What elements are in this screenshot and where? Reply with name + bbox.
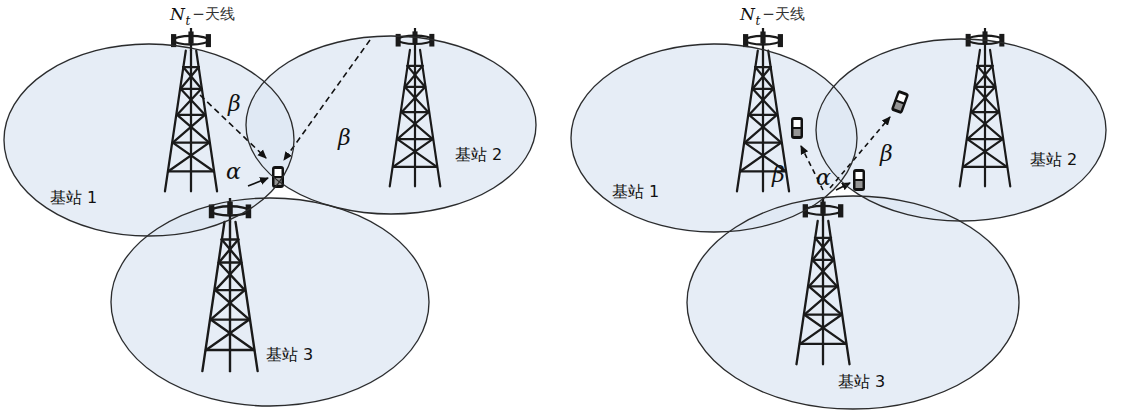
cell-ellipse: 基站 3	[686, 195, 1020, 410]
cell-ellipse: 基站 2	[815, 38, 1107, 222]
interference-gain: β	[880, 142, 893, 166]
station-name: 基站 3	[266, 345, 313, 365]
cell-outline	[815, 38, 1107, 222]
cell-ellipse: 基站 2	[245, 35, 537, 215]
antenna-subscript: t	[185, 15, 190, 28]
direct-gain: α	[816, 166, 831, 190]
station-name: 基站 1	[612, 182, 659, 202]
station-name: 基站 2	[455, 145, 502, 165]
antenna-text: −天线	[192, 6, 235, 23]
cell-ellipse: 基站 1	[3, 43, 295, 237]
direct-gain: α	[226, 160, 241, 184]
cell-outline	[245, 35, 537, 215]
antenna-symbol: N	[740, 5, 755, 24]
cell-outline	[110, 197, 430, 407]
station-name: 基站 2	[1030, 150, 1077, 170]
antenna-subscript: t	[755, 15, 760, 28]
antenna-text: −天线	[762, 6, 805, 23]
cell-outline	[570, 43, 858, 233]
cell-ellipse: 基站 1	[570, 43, 858, 233]
interference-gain: β	[228, 92, 241, 116]
antenna-symbol: N	[170, 5, 185, 24]
station-name: 基站 1	[50, 188, 97, 208]
interference-gain: β	[772, 163, 785, 187]
interference-gain: β	[338, 126, 351, 150]
cell-ellipse: 基站 3	[110, 197, 430, 407]
cell-outline	[3, 43, 295, 237]
station-name: 基站 3	[838, 372, 885, 392]
